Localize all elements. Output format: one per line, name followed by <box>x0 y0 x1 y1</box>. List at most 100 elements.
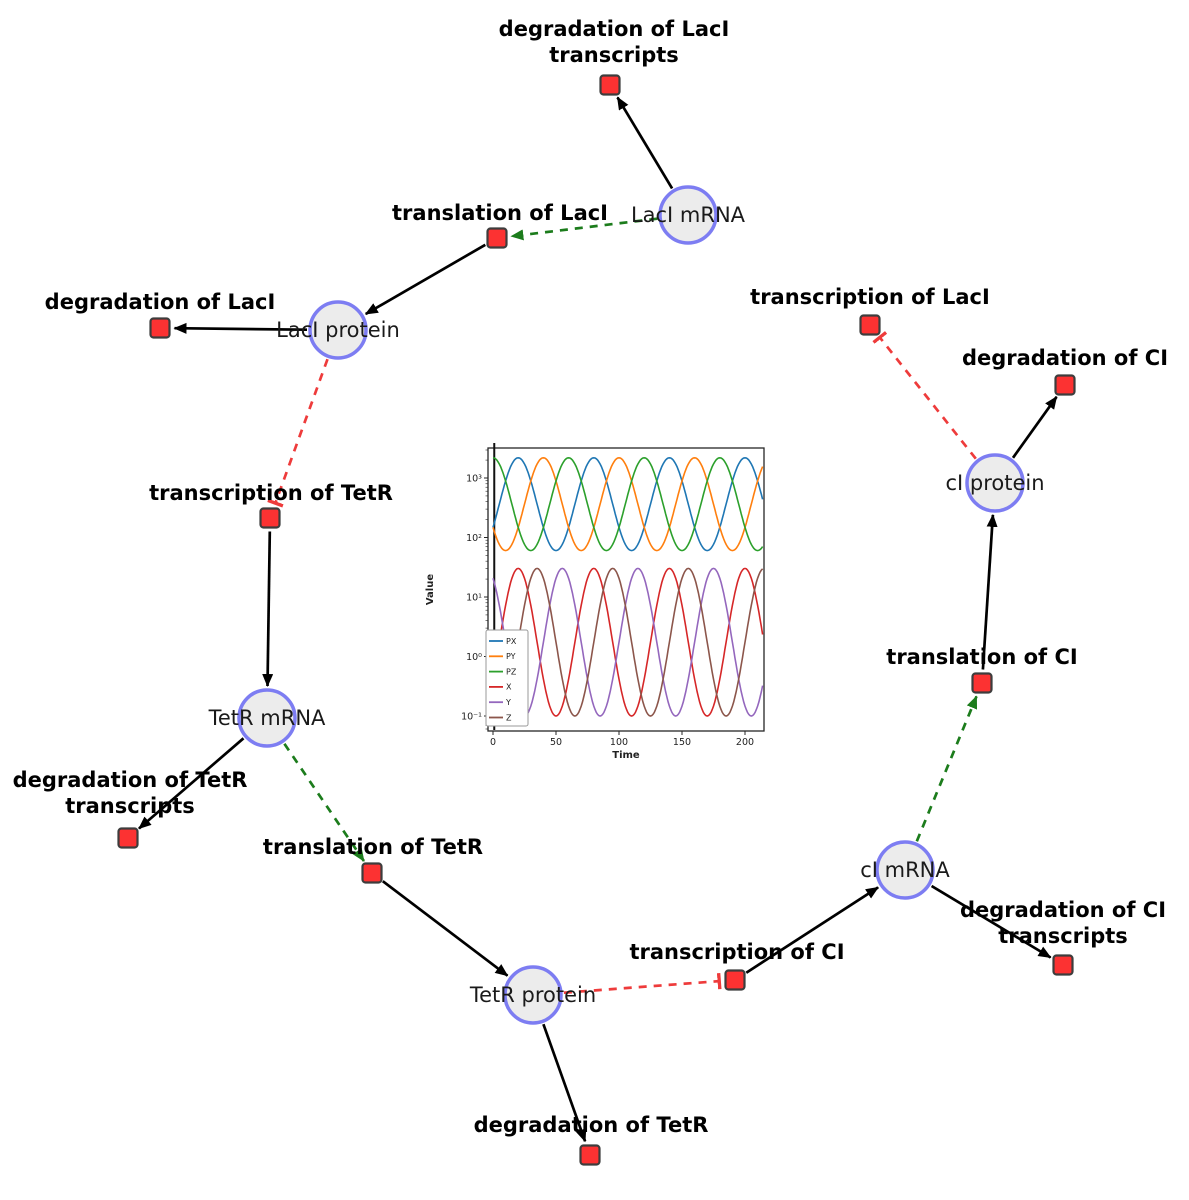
x-axis-title: Time <box>612 750 640 761</box>
reaction-label-line: transcripts <box>549 43 679 67</box>
reaction-label-line: translation of TetR <box>263 835 483 859</box>
species-label-laci_mrna: LacI mRNA <box>631 203 746 227</box>
species-label-laci_protein: LacI protein <box>276 318 400 342</box>
series-line-X <box>492 567 764 717</box>
reaction-node-degradation_laci: degradation of LacI <box>45 290 276 339</box>
edge-consumption-ci_protein-to-degradation_ci <box>1011 395 1058 459</box>
series-line-Z <box>492 567 764 717</box>
species-circle-tetr_protein <box>503 965 563 1025</box>
reaction-label-translation_tetr: translation of TetR <box>263 835 483 859</box>
y-tick-label: 10⁻¹ <box>461 712 482 723</box>
edge-consumption-tetr_mrna-to-deg_tetr_transcripts <box>138 737 245 830</box>
species-label-ci_mrna: cI mRNA <box>860 858 950 882</box>
y-axis-title: Value <box>425 574 436 605</box>
species-node-ci_mrna: cI mRNA <box>860 840 950 900</box>
reaction-node-degradation_tetr: degradation of TetR <box>474 1113 709 1166</box>
y-tick-label: 10² <box>466 533 482 544</box>
species-circle-ci_mrna <box>875 840 935 900</box>
x-tick-label: 50 <box>550 737 562 748</box>
edge-production-translation_tetr-to-tetr_protein <box>381 880 509 977</box>
reaction-node-translation_tetr: translation of TetR <box>263 835 483 884</box>
reaction-label-translation_laci: translation of LacI <box>392 201 608 225</box>
species-circle-tetr_mrna <box>237 688 297 748</box>
edge-consumption-laci_mrna-to-deg_laci_transcripts <box>616 96 674 190</box>
species-node-laci_protein: LacI protein <box>276 300 400 360</box>
edges-layer <box>138 96 1058 1143</box>
reaction-label-line: degradation of TetR <box>474 1113 709 1137</box>
reaction-label-line: transcription of TetR <box>149 481 393 505</box>
series-line-PY <box>492 456 764 552</box>
reaction-square-degradation_laci <box>149 317 171 339</box>
reaction-label-line: degradation of TetR <box>13 768 248 792</box>
reaction-square-translation_ci <box>971 672 993 694</box>
species-label-ci_protein: cI protein <box>945 471 1044 495</box>
reaction-label-degradation_ci: degradation of CI <box>962 346 1168 370</box>
reaction-label-line: translation of LacI <box>392 201 608 225</box>
reaction-label-transcription_ci: transcription of CI <box>629 940 844 964</box>
reaction-label-line: transcripts <box>998 924 1128 948</box>
y-tick-label: 10³ <box>466 474 482 485</box>
series-line-PZ <box>492 456 764 552</box>
reaction-square-transcription_laci <box>859 314 881 336</box>
reaction-square-deg_ci_transcripts <box>1052 954 1074 976</box>
species-circle-laci_mrna <box>658 185 718 245</box>
edge-inhibition-ci_protein-to-transcription_laci <box>872 331 977 460</box>
edge-production-transcription_ci-to-ci_mrna <box>745 886 879 974</box>
reaction-label-line: transcription of CI <box>629 940 844 964</box>
species-circle-ci_protein <box>965 453 1025 513</box>
reaction-node-translation_laci: translation of LacI <box>392 201 608 249</box>
legend-label-Y: Y <box>505 698 511 707</box>
reaction-square-translation_laci <box>486 227 508 249</box>
edge-consumption-tetr_protein-to-degradation_tetr <box>542 1023 587 1143</box>
species-node-laci_mrna: LacI mRNA <box>631 185 746 245</box>
x-tick-label: 100 <box>610 737 628 748</box>
species-node-tetr_mrna: TetR mRNA <box>208 688 326 748</box>
edge-consumption-laci_protein-to-degradation_laci <box>173 322 308 334</box>
species-node-tetr_protein: TetR protein <box>469 965 596 1025</box>
series-line-PX <box>492 456 764 552</box>
edge-consumption-ci_mrna-to-deg_ci_transcripts <box>930 884 1052 959</box>
reaction-label-transcription_laci: transcription of LacI <box>750 285 990 309</box>
edge-modifier-laci_mrna-to-translation_laci <box>510 217 658 241</box>
edge-inhibition-laci_protein-to-transcription_tetr <box>267 358 329 508</box>
reaction-square-deg_tetr_transcripts <box>117 827 139 849</box>
series-line-Y <box>492 567 764 717</box>
reaction-node-translation_ci: translation of CI <box>886 645 1078 694</box>
reaction-square-translation_tetr <box>361 862 383 884</box>
edge-production-translation_laci-to-laci_protein <box>364 243 486 316</box>
reaction-node-degradation_ci: degradation of CI <box>962 346 1168 396</box>
reaction-square-degradation_tetr <box>579 1144 601 1166</box>
legend-label-X: X <box>506 683 512 692</box>
species-circle-laci_protein <box>308 300 368 360</box>
reaction-label-line: degradation of CI <box>962 346 1168 370</box>
edge-modifier-ci_mrna-to-translation_ci <box>915 695 978 842</box>
reaction-label-line: degradation of LacI <box>45 290 276 314</box>
reaction-label-line: degradation of LacI <box>499 17 730 41</box>
reaction-square-transcription_tetr <box>259 507 281 529</box>
edge-inhibition-tetr_protein-to-transcription_ci <box>563 973 722 995</box>
reaction-label-transcription_tetr: transcription of TetR <box>149 481 393 505</box>
reaction-square-deg_laci_transcripts <box>599 74 621 96</box>
reaction-square-degradation_ci <box>1054 374 1076 396</box>
edge-production-translation_ci-to-ci_protein <box>981 513 998 670</box>
legend-label-PX: PX <box>506 637 517 646</box>
reaction-square-transcription_ci <box>724 969 746 991</box>
reaction-label-degradation_tetr: degradation of TetR <box>474 1113 709 1137</box>
species-label-tetr_protein: TetR protein <box>469 983 596 1007</box>
species-node-ci_protein: cI protein <box>945 453 1045 513</box>
reaction-label-line: transcripts <box>65 794 195 818</box>
y-tick-label: 10⁰ <box>466 652 482 663</box>
x-tick-label: 0 <box>490 737 496 748</box>
reaction-label-translation_ci: translation of CI <box>886 645 1077 669</box>
y-tick-label: 10¹ <box>466 593 482 604</box>
